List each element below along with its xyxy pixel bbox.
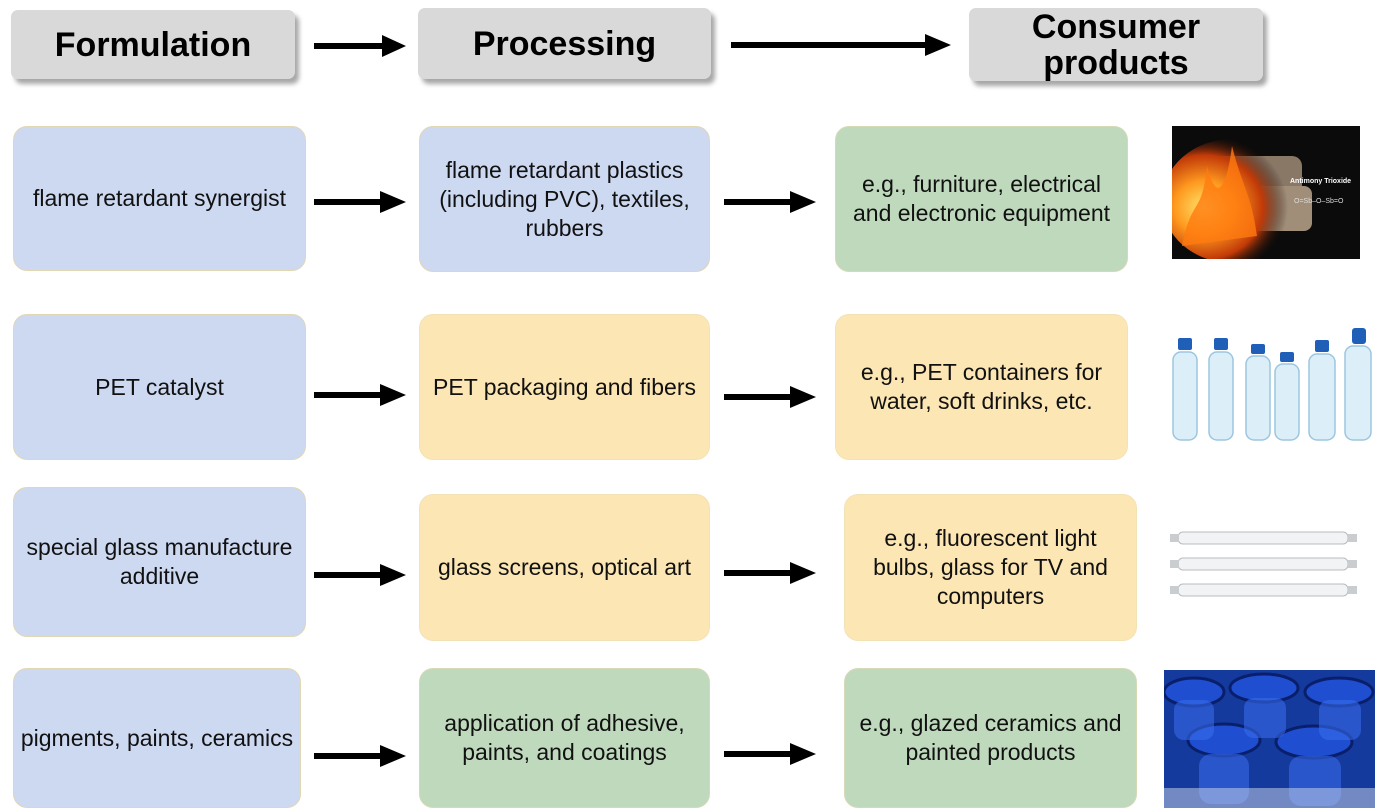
row2-arrow-2 — [724, 386, 816, 408]
header-formulation: Formulation — [11, 10, 295, 79]
fluorescent-tubes-image — [1168, 526, 1368, 606]
row3-arrow-2 — [724, 562, 816, 584]
row2-arrow-1 — [314, 384, 406, 406]
antimony-trioxide-label: Antimony Trioxide — [1290, 178, 1352, 185]
processing-box-2: PET packaging and fibers — [419, 314, 710, 460]
row4-arrow-1 — [314, 745, 406, 767]
consumer-box-4: e.g., glazed ceramics and painted produc… — [844, 668, 1137, 808]
formulation-box-4: pigments, paints, ceramics — [13, 668, 301, 808]
water-bottles-image — [1169, 324, 1375, 444]
consumer-box-1: e.g., furniture, electrical and electron… — [835, 126, 1128, 272]
header-processing: Processing — [418, 8, 711, 79]
header-consumer-products: Consumer products — [969, 8, 1263, 81]
processing-box-4: application of adhesive, paints, and coa… — [419, 668, 710, 808]
consumer-box-2: e.g., PET containers for water, soft dri… — [835, 314, 1128, 460]
burning-sofa-image: Antimony Trioxide O=Sb–O–Sb=O — [1172, 126, 1360, 259]
row4-arrow-2 — [724, 743, 816, 765]
consumer-box-3: e.g., fluorescent light bulbs, glass for… — [844, 494, 1137, 641]
row1-arrow-2 — [724, 191, 816, 213]
row1-arrow-1 — [314, 191, 406, 213]
header-arrow-1 — [314, 35, 406, 57]
formulation-box-1: flame retardant synergist — [13, 126, 306, 271]
blue-ceramic-pots-image — [1164, 670, 1375, 808]
processing-box-3: glass screens, optical art — [419, 494, 710, 641]
formulation-box-3: special glass manufacture additive — [13, 487, 306, 637]
formulation-box-2: PET catalyst — [13, 314, 306, 460]
header-arrow-2 — [731, 34, 951, 56]
antimony-trioxide-formula: O=Sb–O–Sb=O — [1294, 198, 1344, 205]
row3-arrow-1 — [314, 564, 406, 586]
processing-box-1: flame retardant plastics (including PVC)… — [419, 126, 710, 272]
